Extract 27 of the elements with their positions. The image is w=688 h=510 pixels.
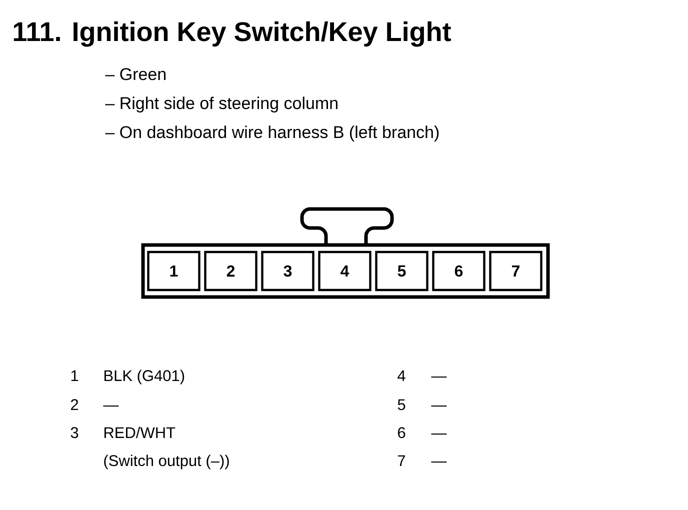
pin-cell: 2	[204, 250, 258, 292]
connector-housing	[141, 207, 550, 299]
title: 111. Ignition Key Switch/Key Light	[14, 21, 451, 47]
wire-description: (Switch output (–))	[104, 454, 229, 470]
location-note: – Green	[105, 68, 166, 80]
pin-cell: 1	[147, 250, 200, 292]
pin-cell: 6	[432, 250, 486, 292]
pin-number: 3	[70, 427, 78, 438]
pin-cell: 3	[261, 250, 314, 292]
wire-description: BLK (G401)	[104, 370, 184, 384]
pin-number: 5	[398, 399, 406, 410]
wire-description: RED/WHT	[104, 426, 176, 438]
pin-number: 2	[71, 399, 78, 410]
wire-description: —	[431, 376, 447, 378]
pin-cell: 4	[318, 250, 372, 292]
location-note: – Right side of steering column	[105, 96, 338, 113]
pin-cell: 5	[375, 250, 428, 292]
pin-number: 4	[398, 370, 406, 381]
wire-description: —	[431, 462, 447, 463]
pin-cell: 7	[489, 250, 542, 292]
wire-description: —	[103, 406, 119, 407]
location-note: – On dashboard wire harness B (left branch)	[105, 126, 439, 142]
wire-description: —	[431, 434, 447, 435]
wire-description: —	[431, 406, 447, 407]
pin-number: 6	[398, 427, 406, 438]
pin-number: 7	[398, 455, 406, 466]
pin-number: 1	[71, 370, 78, 381]
